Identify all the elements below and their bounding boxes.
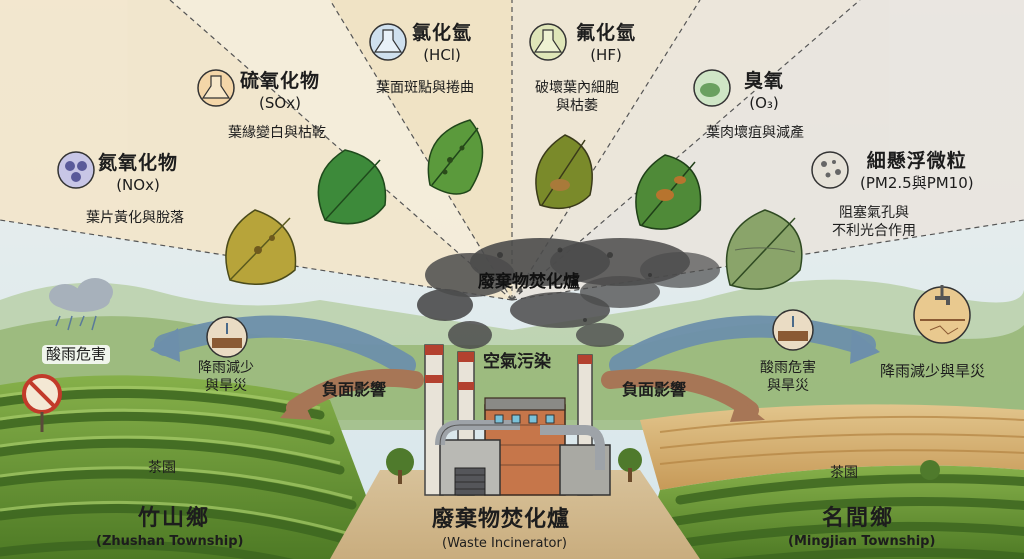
pollutant-effect: 葉片黃化與脫落 xyxy=(86,210,184,226)
right-dry-field xyxy=(640,404,1024,490)
dry-faucet-icon xyxy=(913,285,971,344)
smoke-particles xyxy=(497,247,652,322)
negative-impact-left: 負面影響 xyxy=(322,380,387,399)
factory-name-en: (Waste Incinerator) xyxy=(442,536,567,551)
pollutant-sox: 硫氧化物 (SOx) xyxy=(240,70,320,113)
smoke-label: 廢棄物焚化爐 xyxy=(478,272,580,292)
ozone-cloud-icon xyxy=(693,69,731,107)
label-line: 與旱災 xyxy=(767,377,809,394)
leaf-nox xyxy=(225,209,297,285)
pollutant-formula: (O₃) xyxy=(749,93,779,112)
leaf-sox xyxy=(317,149,387,225)
acid-rain-label-left: 酸雨危害 xyxy=(42,345,111,364)
pollutant-effect: 葉面斑點與捲曲 xyxy=(376,80,474,96)
factory xyxy=(424,344,611,496)
leaf-hf xyxy=(535,134,593,210)
effect-line: 不利光合作用 xyxy=(832,222,916,239)
pollutant-hcl: 氯化氫 (HCl) xyxy=(412,22,472,65)
pollutant-name: 氮氧化物 xyxy=(98,152,179,174)
pollutant-effect: 阻塞氣孔與 不利光合作用 xyxy=(832,205,916,240)
label-line: 酸雨危害 xyxy=(760,360,816,376)
leaf-o3 xyxy=(635,154,702,230)
pollutant-formula: (SOx) xyxy=(259,93,301,112)
pollutant-formula: (PM2.5與PM10) xyxy=(860,173,974,192)
township-name-en-left: (Zhushan Township) xyxy=(96,534,244,549)
township-name-left: 竹山鄉 xyxy=(138,506,211,531)
effect-line: 破壞葉內細胞 xyxy=(535,80,619,96)
left-arrows xyxy=(150,315,424,420)
leaf-pm xyxy=(725,209,803,290)
right-arrows xyxy=(601,315,880,422)
township-name-en-right: (Mingjian Township) xyxy=(788,534,936,549)
flask-hcl-icon xyxy=(369,23,407,61)
township-name-right: 名間鄉 xyxy=(822,506,895,531)
tea-garden-label-left: 茶園 xyxy=(148,460,176,476)
flask-hf-icon xyxy=(529,23,567,61)
air-pollution-label: 空氣污染 xyxy=(483,352,551,372)
pollutant-name: 氯化氫 xyxy=(412,22,473,44)
tea-garden-label-right: 茶園 xyxy=(830,465,858,481)
pollutant-o3: 臭氧 (O₃) xyxy=(744,70,784,113)
molecule-icon xyxy=(57,151,95,189)
acid-rain-label-right: 酸雨危害 與旱災 xyxy=(760,360,816,395)
effect-line: 阻塞氣孔與 xyxy=(839,205,909,221)
drought-label-left: 降雨減少 與旱災 xyxy=(198,360,254,395)
pollutant-formula: (HCl) xyxy=(423,45,461,64)
label-line: 與旱災 xyxy=(205,377,247,394)
rain-cloud-icon xyxy=(49,278,113,331)
trees xyxy=(386,448,940,484)
pollutant-hf: 氟化氫 (HF) xyxy=(576,22,636,65)
drought-soil-icon-left xyxy=(206,316,248,358)
pollutant-effect: 破壞葉內細胞 與枯萎 xyxy=(535,80,619,115)
pollutant-effect: 葉緣變白與枯乾 xyxy=(228,125,326,141)
drought-label-right: 降雨減少與旱災 xyxy=(880,362,986,380)
right-tea-field xyxy=(640,465,1024,559)
leaf-hcl xyxy=(427,119,484,195)
pollutant-pm: 細懸浮微粒 (PM2.5與PM10) xyxy=(860,150,974,193)
drought-soil-icon-right xyxy=(772,309,814,351)
flask-sox-icon xyxy=(197,69,235,107)
pollutant-formula: (HF) xyxy=(590,45,622,64)
particles-icon xyxy=(811,151,849,189)
pollutant-name: 細懸浮微粒 xyxy=(866,150,967,172)
smoke-cloud xyxy=(417,238,720,349)
factory-name: 廢棄物焚化爐 xyxy=(432,507,571,532)
pollutant-name: 氟化氫 xyxy=(576,22,637,44)
negative-impact-right: 負面影響 xyxy=(622,380,687,399)
pollutant-effect: 葉肉壞疽與減產 xyxy=(706,125,804,141)
pollutant-name: 硫氧化物 xyxy=(240,70,321,92)
no-tea-sign-icon xyxy=(22,374,62,432)
label-line: 降雨減少 xyxy=(198,360,254,376)
pollutant-formula: (NOx) xyxy=(116,175,160,194)
pollutant-name: 臭氧 xyxy=(744,70,785,92)
pollutant-nox: 氮氧化物 (NOx) xyxy=(98,152,178,195)
effect-line: 與枯萎 xyxy=(556,97,598,114)
